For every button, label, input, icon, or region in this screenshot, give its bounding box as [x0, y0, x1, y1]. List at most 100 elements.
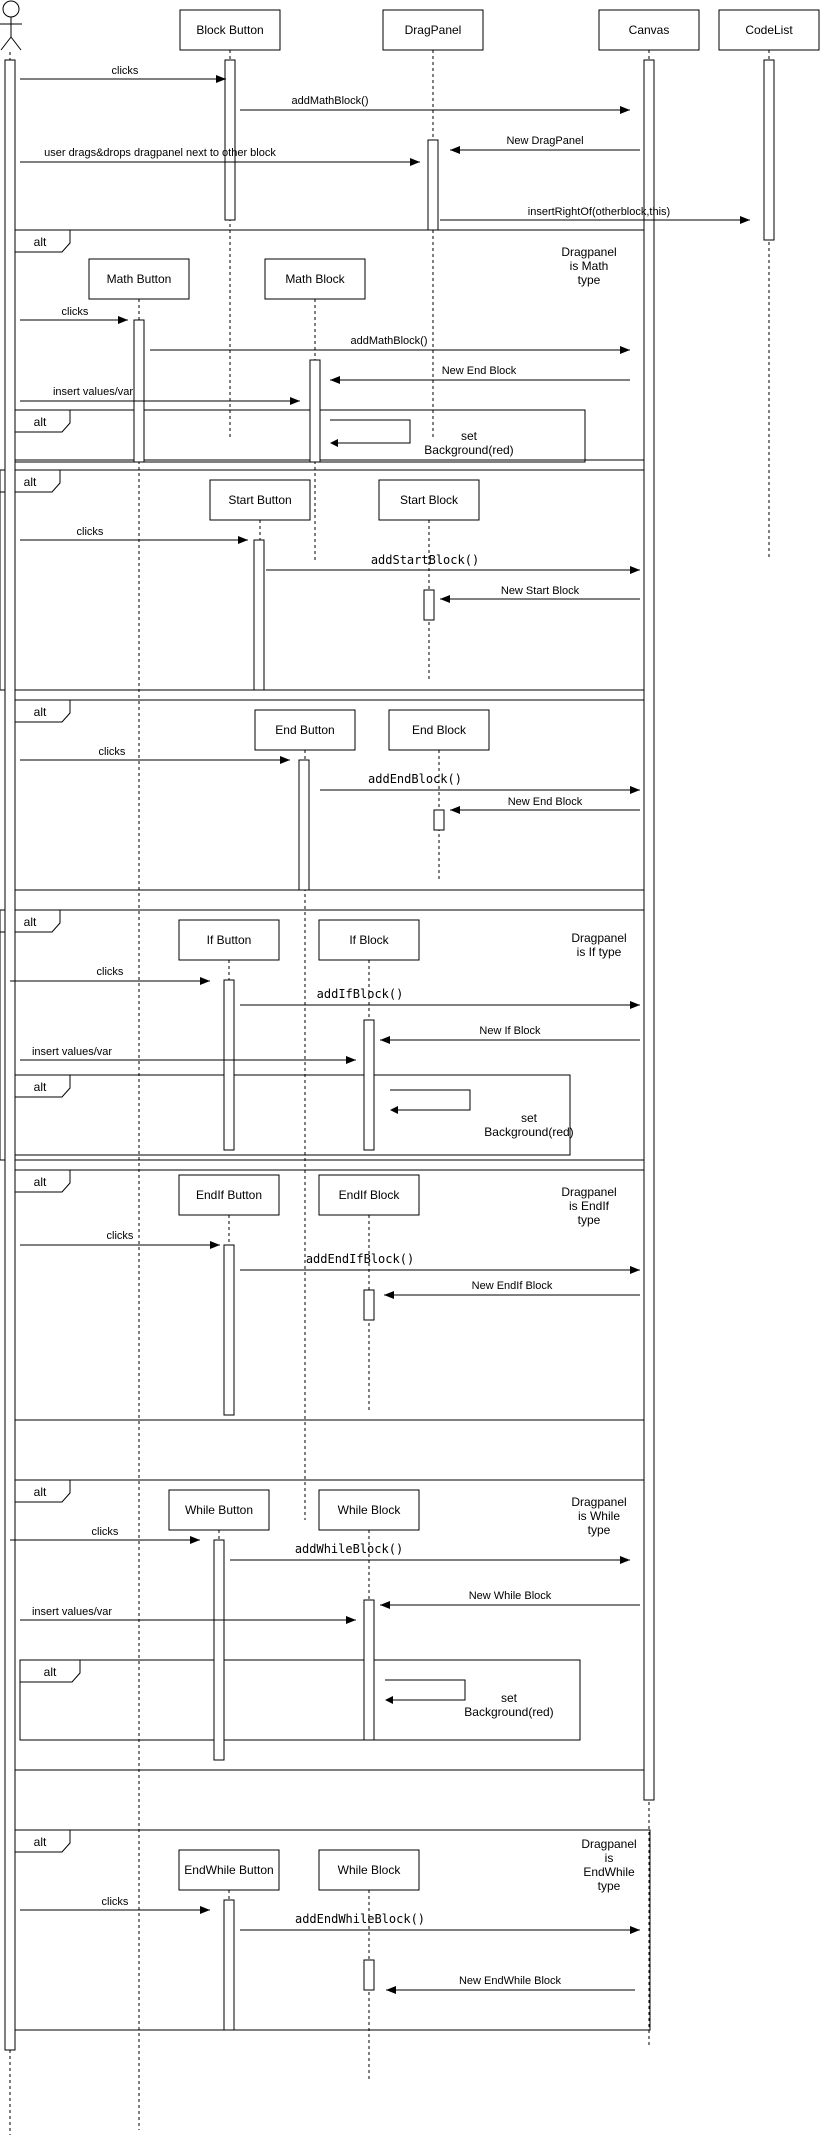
self-call-s3	[385, 1679, 466, 1704]
guard-condition: is Math	[570, 259, 609, 273]
message-label: clicks	[77, 526, 104, 538]
guard-condition: Dragpanel	[561, 1185, 616, 1199]
guard-condition: is If type	[577, 945, 622, 959]
start-button-activation	[253, 539, 265, 691]
self-call-label: Background(red)	[424, 443, 513, 457]
frame-operator-label: alt	[34, 1835, 47, 1849]
message-label: addEndIfBlock()	[306, 1252, 414, 1266]
participant-label: CodeList	[745, 23, 793, 37]
participant-box	[88, 258, 190, 300]
frame-tab	[19, 1659, 81, 1683]
start-block-participant: Start Block	[378, 479, 480, 521]
frame-operator-label: alt	[34, 1485, 47, 1499]
message-label: clicks	[62, 306, 89, 318]
actor-leg-right	[10, 36, 22, 51]
self-call-s2	[390, 1089, 471, 1114]
participant-label: If Block	[349, 933, 389, 947]
frame-border	[9, 1074, 571, 1156]
participant-label: While Block	[338, 1863, 402, 1877]
participant-label: While Block	[338, 1503, 402, 1517]
message-label: insert values/var	[53, 386, 133, 398]
frame-border	[0, 469, 651, 691]
message-label: addStartBlock()	[371, 553, 479, 567]
self-call-s1	[330, 419, 411, 447]
guard-condition: Dragpanel	[571, 931, 626, 945]
participant-box	[318, 1174, 420, 1216]
canvas-participant: Canvas	[598, 9, 700, 51]
guard-condition: Dragpanel	[561, 245, 616, 259]
self-call-label: Background(red)	[484, 1125, 573, 1139]
while-block-2-activation	[363, 1959, 375, 1991]
message-label: user drags&drops dragpanel next to other…	[44, 147, 276, 159]
if-button-participant: If Button	[178, 919, 280, 961]
frame-operator-label: alt	[34, 235, 47, 249]
frame-operator-label: alt	[34, 1080, 47, 1094]
participant-box	[598, 9, 700, 51]
self-call-arrowhead	[330, 439, 338, 447]
participant-box	[318, 1489, 420, 1531]
frame-operator-label: alt	[44, 1665, 57, 1679]
message-label: insert values/var	[32, 1606, 112, 1618]
code-list-participant: CodeList	[718, 9, 820, 51]
endif-block-activation	[363, 1289, 375, 1321]
participant-label: EndIf Button	[196, 1188, 262, 1202]
self-call-label: set	[461, 429, 478, 443]
frame-operator-label: alt	[34, 705, 47, 719]
message-label: addMathBlock()	[350, 335, 427, 347]
participant-label: End Block	[412, 723, 467, 737]
participant-box	[388, 709, 490, 751]
drag-panel-activation	[427, 139, 439, 231]
message-label: clicks	[92, 1526, 119, 1538]
message-label: New Start Block	[501, 585, 580, 597]
participant-label: EndWhile Button	[184, 1863, 273, 1877]
participant-box	[178, 1174, 280, 1216]
guard-condition: type	[578, 273, 601, 287]
message-label: New DragPanel	[506, 135, 583, 147]
participant-label: End Button	[275, 723, 334, 737]
message-label: New EndWhile Block	[459, 1975, 562, 1987]
participant-label: Math Button	[107, 272, 172, 286]
self-call-label: set	[501, 1691, 518, 1705]
math-button-activation	[133, 319, 145, 463]
while-block-activation	[363, 1599, 375, 1741]
message-label: New End Block	[508, 796, 583, 808]
frame-operator-label: alt	[24, 915, 37, 929]
participant-label: While Button	[185, 1503, 253, 1517]
participant-label: EndIf Block	[339, 1188, 401, 1202]
alt-frame	[0, 469, 651, 691]
actor-head	[2, 0, 20, 18]
message-label: New EndIf Block	[472, 1280, 553, 1292]
end-button-activation	[298, 759, 310, 891]
message-label: insertRightOf(otherblock,this)	[528, 206, 670, 218]
frame-operator-label: alt	[24, 475, 37, 489]
guard-condition: type	[578, 1213, 601, 1227]
participant-box	[718, 9, 820, 51]
message-label: addEndBlock()	[368, 772, 462, 786]
math-block-participant: Math Block	[264, 258, 366, 300]
participant-box	[178, 1849, 280, 1891]
while-button-activation	[213, 1539, 225, 1761]
participant-box	[318, 919, 420, 961]
participant-label: Start Block	[400, 493, 459, 507]
guard-condition: type	[588, 1523, 611, 1537]
if-button-activation	[223, 979, 235, 1151]
message-label: clicks	[99, 746, 126, 758]
participant-box	[318, 1849, 420, 1891]
end-button-participant: End Button	[254, 709, 356, 751]
participant-label: Canvas	[629, 23, 670, 37]
participant-label: If Button	[207, 933, 252, 947]
self-call-label: Background(red)	[464, 1705, 553, 1719]
message-label: addEndWhileBlock()	[295, 1912, 425, 1926]
message-label: addMathBlock()	[291, 95, 368, 107]
participant-box	[382, 9, 484, 51]
math-button-participant: Math Button	[88, 258, 190, 300]
participant-box	[254, 709, 356, 751]
end-block-activation	[433, 809, 445, 831]
participant-label: DragPanel	[405, 23, 462, 37]
guard-condition: is While	[578, 1509, 620, 1523]
guard-condition: type	[598, 1879, 621, 1893]
endif-button-activation	[223, 1244, 235, 1416]
endif-block-participant: EndIf Block	[318, 1174, 420, 1216]
self-call-arrow	[385, 1679, 466, 1701]
math-block-activation	[309, 359, 321, 463]
